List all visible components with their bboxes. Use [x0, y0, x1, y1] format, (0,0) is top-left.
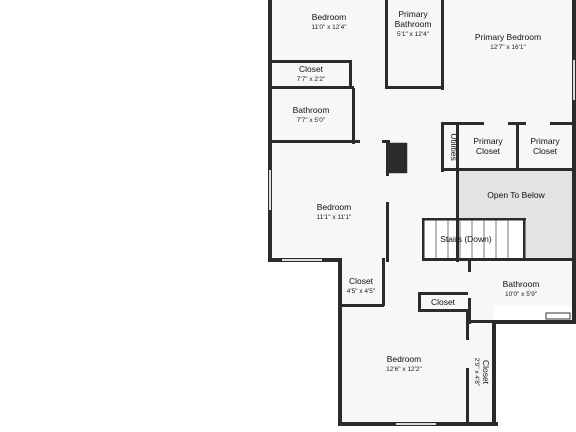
wall-bathroom-bottom — [268, 140, 390, 143]
door-bathroom-left — [360, 140, 382, 143]
closet-top-dims: 7'7" x 2'2" — [297, 76, 326, 83]
primary-bathroom-name-2: Bathroom — [395, 19, 432, 29]
wall-closet-divider — [516, 122, 519, 170]
primary-bedroom-dims: 12'7" x 16'1" — [490, 44, 526, 51]
door-primbed — [441, 92, 444, 118]
door-openings — [360, 86, 550, 368]
wall-closet-bottom — [268, 86, 354, 89]
floor-areas — [270, 0, 574, 426]
wall-outer-right — [572, 0, 576, 324]
closet-vertical-dims: 2'9" x 4'8" — [473, 358, 480, 387]
wall-small-closet-bottom — [418, 309, 470, 312]
door-bathroom-right — [468, 272, 471, 298]
floor-middle — [338, 258, 574, 306]
wall-closet-mid-right — [382, 258, 385, 306]
stairs-name: Stairs (Down) — [440, 234, 492, 244]
wall-primbath-primbed — [441, 0, 444, 90]
bathroom-right-name: Bathroom — [503, 279, 540, 289]
primary-bathroom-name-1: Primary — [398, 9, 428, 19]
door-primcloset-2 — [526, 122, 550, 125]
door-primbath — [360, 86, 382, 89]
wall-outer-closet-right — [492, 320, 496, 426]
primary-bedroom-name: Primary Bedroom — [475, 32, 541, 42]
door-closet-vertical — [466, 340, 469, 368]
closet-mid-name: Closet — [349, 276, 374, 286]
wall-outer-right-bottom — [494, 320, 576, 324]
utilities-name: Utilities — [449, 133, 459, 160]
bedroom-top-dims: 11'0" x 12'4" — [311, 24, 347, 31]
bathroom-right-dims: 10'0" x 5'9" — [505, 291, 538, 298]
closet-small-name: Closet — [431, 297, 456, 307]
window-bottom-left — [282, 259, 322, 261]
wall-stairs-left — [422, 218, 425, 260]
primary-bathroom-dims: 5'1" x 12'4" — [397, 31, 430, 38]
wall-stairs-bottom — [422, 258, 576, 261]
stairs-area — [424, 220, 524, 260]
bathroom-left-name: Bathroom — [293, 105, 330, 115]
wall-closet-vertical-top — [466, 320, 494, 323]
bedroom-bottom-dims: 12'6" x 12'2" — [386, 366, 422, 373]
wall-small-closet-top — [418, 292, 470, 295]
stair-treads — [435, 220, 509, 258]
wall-outer-left-lower — [338, 258, 342, 426]
bathroom-left-dims: 7'7" x 5'0" — [297, 117, 326, 124]
bedroom-mid-dims: 11'1" x 11'1" — [317, 214, 352, 221]
primary-closet-2-name-2: Closet — [533, 146, 558, 156]
window-right — [573, 60, 575, 100]
closet-vertical-name: Closet — [481, 360, 491, 385]
wall-stairs-right — [523, 218, 526, 260]
primary-closet-2-name-1: Primary — [530, 136, 560, 146]
bedroom-mid-name: Bedroom — [317, 202, 352, 212]
wall-primbed-bottom — [441, 122, 576, 125]
primary-closet-1-name-2: Closet — [476, 146, 501, 156]
wall-small-closet-left — [418, 292, 421, 312]
closet-mid-dims: 4'5" x 4'5" — [347, 288, 376, 295]
windows — [269, 60, 575, 425]
open-to-below-name: Open To Below — [487, 190, 545, 200]
door-primcloset-1 — [484, 122, 508, 125]
wall-utilities-right — [456, 122, 459, 262]
door-bedroom-bottom — [392, 292, 416, 295]
wall-closet-right — [349, 60, 352, 86]
door-bedroom-mid — [386, 176, 389, 202]
wall-utilities-bottom — [441, 168, 459, 171]
wall-outer-left-upper — [268, 0, 272, 262]
wall-utilities-left — [441, 122, 444, 172]
wall-niche — [386, 142, 408, 174]
primary-closet-1-name-1: Primary — [473, 136, 503, 146]
wall-closets-bottom — [456, 168, 576, 171]
wall-stairs-top — [422, 218, 526, 221]
room-labels: Bedroom 11'0" x 12'4" Primary Bathroom 5… — [293, 9, 561, 387]
window-bottom — [396, 423, 436, 425]
wall-bedroom-primbath — [385, 0, 388, 88]
wall-closet-mid-bottom — [338, 304, 384, 307]
wall-bathroom-right — [352, 88, 355, 144]
window-left — [269, 170, 271, 210]
vent-icon — [545, 312, 571, 320]
bedroom-bottom-name: Bedroom — [387, 354, 422, 364]
closet-top-name: Closet — [299, 64, 324, 74]
wall-bedroom-closet — [268, 60, 352, 63]
wall-primbath-bottom — [385, 86, 443, 89]
bedroom-top-name: Bedroom — [312, 12, 347, 22]
